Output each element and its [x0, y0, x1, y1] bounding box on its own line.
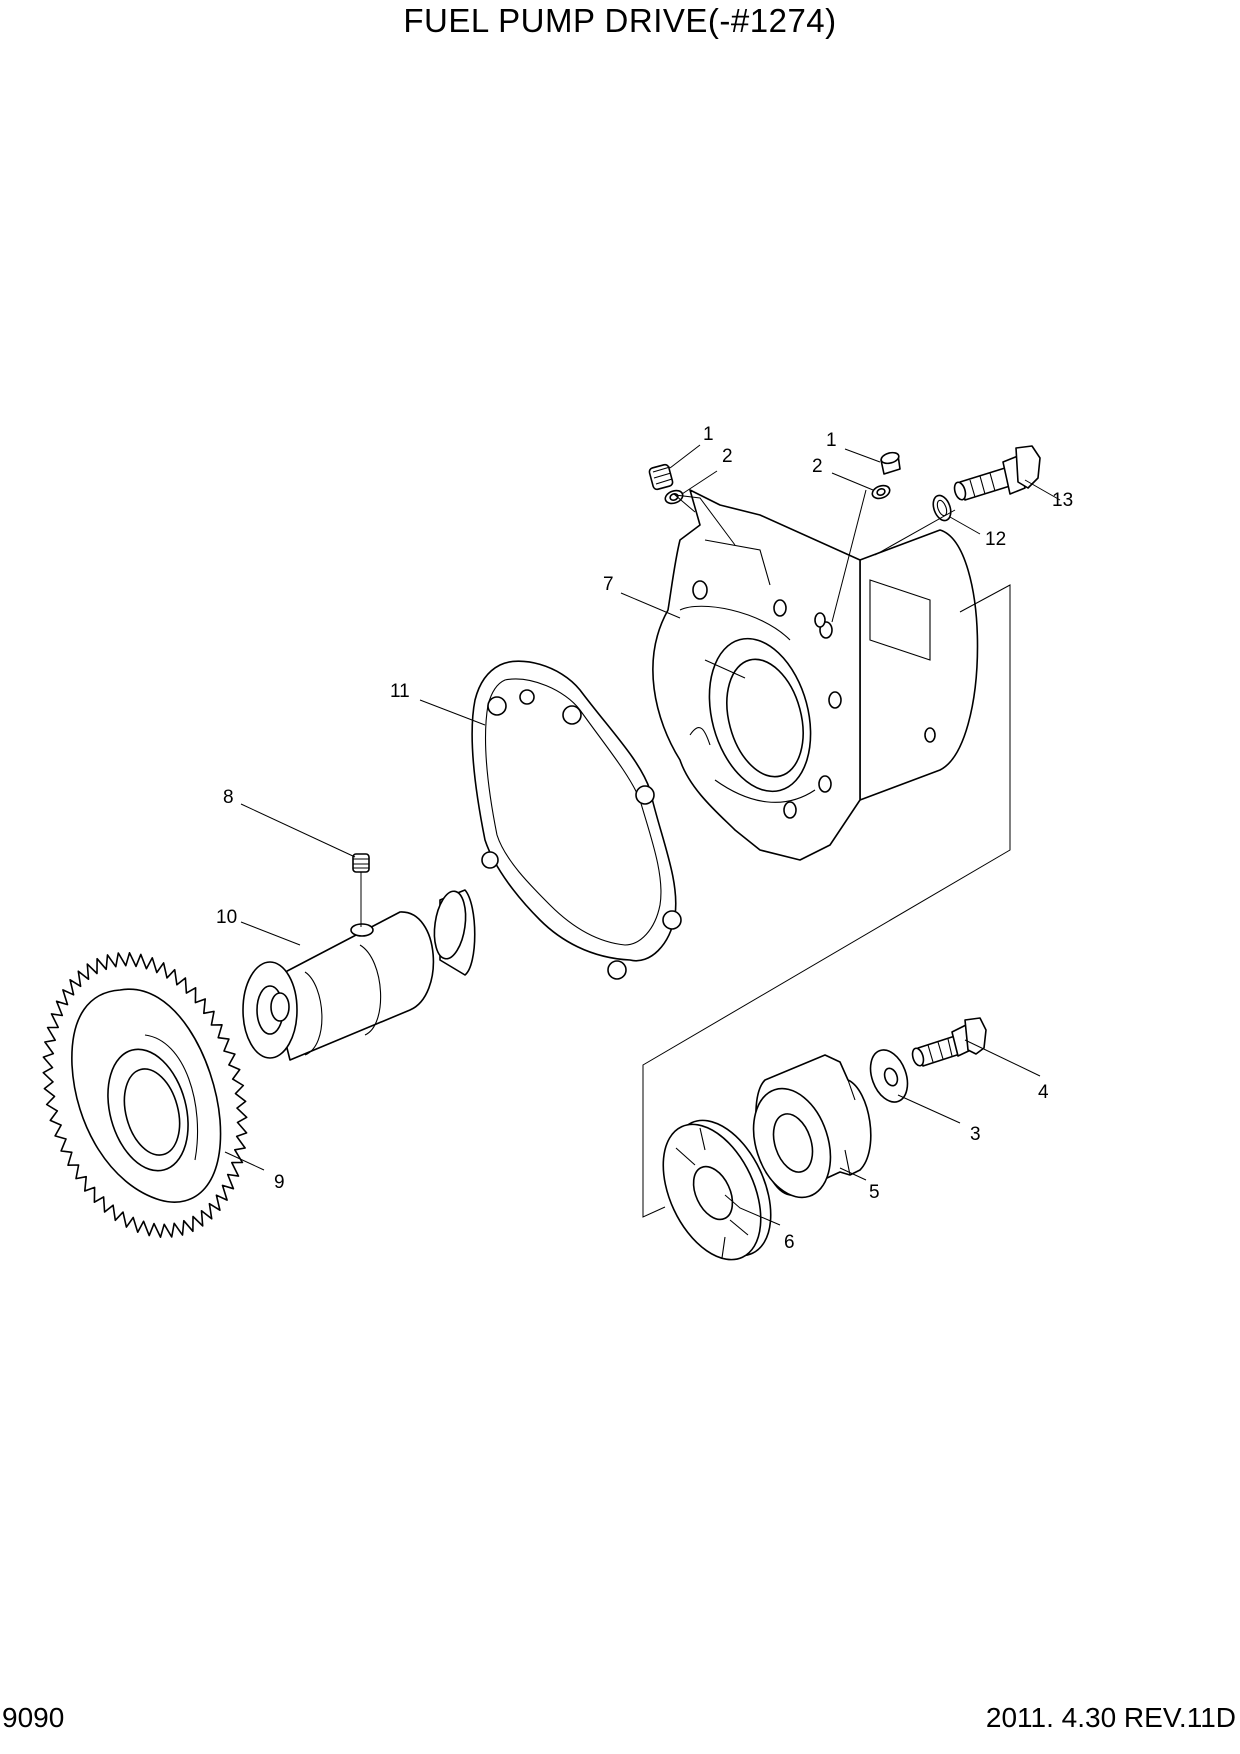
leader-lines — [224, 444, 1061, 1226]
part-2-washer-right — [871, 484, 891, 500]
callout-5: 5 — [869, 1182, 880, 1203]
part-9-gear — [42, 952, 248, 1238]
date-revision: 2011. 4.30 REV.11D — [985, 1702, 1236, 1733]
part-13-bolt — [953, 445, 1041, 501]
part-1-plug-right — [880, 451, 901, 475]
callout-labels: 1 2 1 2 13 12 7 11 8 10 4 3 5 6 9 — [216, 424, 1073, 1253]
callout-4: 4 — [1038, 1082, 1049, 1103]
callout-10: 10 — [216, 907, 237, 928]
part-6-coupling-disc — [662, 1119, 772, 1261]
part-3-washer — [869, 1049, 909, 1103]
callout-2-left: 2 — [722, 446, 733, 467]
part-2-washer-left — [664, 489, 684, 505]
part-10-shaft — [242, 889, 476, 1061]
callout-8: 8 — [223, 787, 234, 808]
assembly-bracket — [642, 584, 1011, 1218]
callout-3: 3 — [970, 1124, 981, 1145]
part-7-housing — [652, 489, 979, 861]
callout-7: 7 — [603, 574, 614, 595]
part-12-o-ring — [932, 494, 952, 522]
callout-1-left: 1 — [703, 424, 714, 445]
callout-9: 9 — [274, 1172, 285, 1193]
part-4-bolt — [911, 1017, 987, 1067]
callout-13: 13 — [1052, 490, 1073, 511]
callout-12: 12 — [985, 529, 1006, 550]
part-8-set-screw — [352, 853, 370, 873]
callout-2-right: 2 — [812, 456, 823, 477]
part-5-coupling — [752, 1054, 872, 1199]
page-title: FUEL PUMP DRIVE(-#1274) — [403, 2, 837, 39]
callout-1-right: 1 — [826, 430, 837, 451]
page-code: 9090 — [2, 1702, 65, 1733]
part-11-gasket — [471, 660, 682, 980]
callout-6: 6 — [784, 1232, 795, 1253]
part-1-plug-left — [648, 463, 674, 491]
callout-11: 11 — [390, 681, 410, 702]
